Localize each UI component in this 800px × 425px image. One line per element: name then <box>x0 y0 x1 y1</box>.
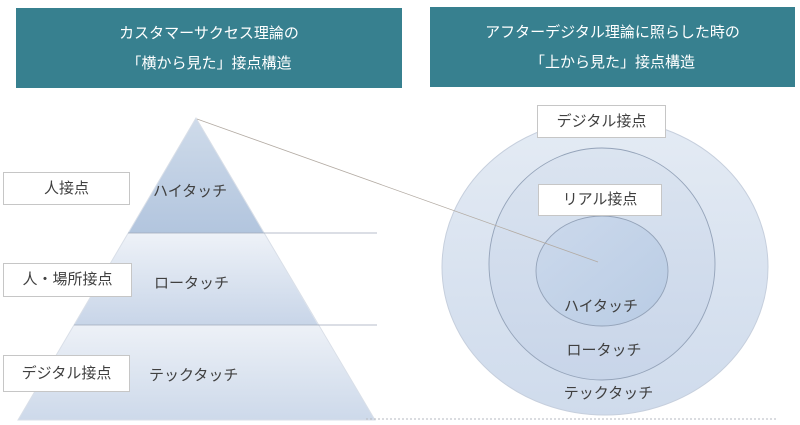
pyramid-level-low-touch <box>74 233 318 325</box>
side-label-digital-contact: デジタル接点 <box>3 355 130 392</box>
left-title-line2: 「横から見た」接点構造 <box>126 55 292 72</box>
right-panel-title: アフターデジタル理論に照らした時の 「上から見た」接点構造 <box>430 7 795 87</box>
pyramid-label-low-touch: ロータッチ <box>154 275 230 292</box>
left-panel-title: カスタマーサクセス理論の 「横から見た」接点構造 <box>16 8 402 88</box>
ring-label-high-touch: ハイタッチ <box>563 298 639 315</box>
left-title-line1: カスタマーサクセス理論の <box>119 25 299 42</box>
pyramid-level-high-touch <box>128 118 264 233</box>
right-title-line2: 「上から見た」接点構造 <box>529 54 695 71</box>
pyramid-label-high-touch: ハイタッチ <box>153 183 228 200</box>
side-label-human-contact: 人接点 <box>3 172 130 205</box>
perspective-connector-line <box>196 118 599 263</box>
overlay-label-real-contact-text: リアル接点 <box>562 191 638 208</box>
overlay-label-real-contact: リアル接点 <box>538 184 662 216</box>
ring-high-touch <box>535 215 669 327</box>
overlay-label-digital-contact: デジタル接点 <box>537 105 666 138</box>
ring-label-tech-touch: テックタッチ <box>563 385 654 402</box>
pyramid <box>17 117 377 421</box>
concentric-rings <box>441 118 769 416</box>
side-label-human-place-contact-text: 人・場所接点 <box>22 271 113 288</box>
pyramid-level-tech-touch <box>18 325 375 420</box>
pyramid-label-tech-touch: テックタッチ <box>149 367 239 384</box>
side-label-human-place-contact: 人・場所接点 <box>3 263 132 297</box>
side-label-human-contact-text: 人接点 <box>43 180 89 197</box>
ring-label-low-touch: ロータッチ <box>566 342 642 359</box>
right-title-line1: アフターデジタル理論に照らした時の <box>485 24 740 41</box>
side-label-digital-contact-text: デジタル接点 <box>21 365 112 382</box>
overlay-label-digital-contact-text: デジタル接点 <box>556 113 647 130</box>
